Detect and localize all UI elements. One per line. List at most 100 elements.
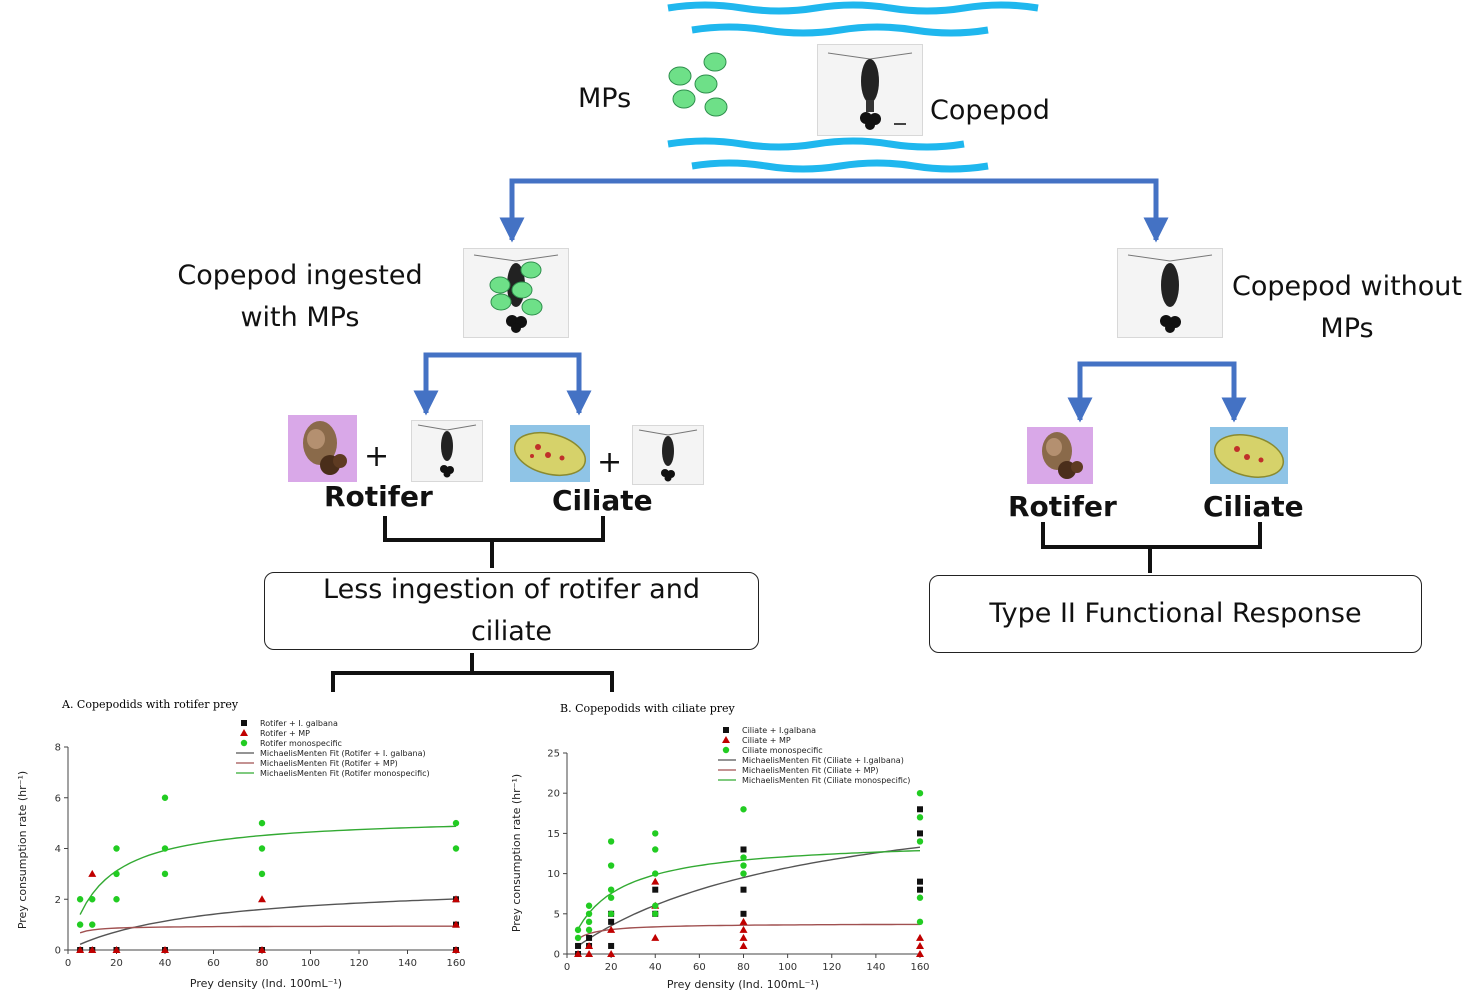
- wave-line: [691, 23, 989, 37]
- chart-b-y-tick-label: 10: [547, 869, 560, 880]
- copepod-icon: [417, 424, 477, 478]
- chart-a-legend-label: MichaelisMenten Fit (Rotifer + MP): [260, 759, 398, 768]
- chart-a-y-tick-label: 4: [55, 844, 61, 855]
- chart-b-x-tick-label: 60: [693, 962, 706, 973]
- chart-b-point-s2: [607, 910, 615, 917]
- chart-b-fit-line-4: [577, 923, 920, 940]
- chart-b-x-tick-label: 160: [910, 962, 929, 973]
- chart-b-point-s2: [652, 870, 659, 877]
- mps-label: MPs: [578, 83, 632, 114]
- chart-a-point-s2: [452, 845, 460, 852]
- main-split-arrow: [499, 178, 1169, 243]
- chart-b-point-s1: [916, 941, 924, 949]
- chart-a-point-s1: [88, 946, 97, 953]
- chart-a-y-tick-label: 6: [55, 793, 61, 804]
- chart-a-point-s1: [452, 920, 460, 928]
- chart-a-point-s1: [258, 946, 266, 953]
- chart-a-point-s2: [76, 921, 84, 928]
- chart-b-point-s2: [574, 926, 582, 934]
- chart-a-point-s2: [161, 845, 169, 852]
- chart-a-point-s1: [452, 946, 460, 953]
- left-split-arrow: [413, 352, 592, 416]
- chart-b-point-s2: [574, 934, 582, 942]
- chart-b-point-s1: [916, 950, 924, 957]
- copepod-with-mps-icon: [473, 254, 559, 333]
- ciliate-label-left: Ciliate: [552, 484, 653, 517]
- chart-a-point-s1: [76, 946, 85, 953]
- chart-b-point-s1: [607, 950, 616, 957]
- chart-b-legend-label: MichaelisMenten Fit (Ciliate monospecifi…: [742, 776, 910, 785]
- chart-a-point-s2: [258, 870, 266, 878]
- chart-a-point-s1: [161, 946, 169, 953]
- water-waves: [667, 1, 1039, 173]
- wave-line: [667, 1, 1039, 15]
- chart-b-x-tick-label: 40: [649, 962, 662, 973]
- chart-b-point-s2: [916, 790, 924, 797]
- right-split-arrow: [1067, 361, 1247, 423]
- chart-b-point-s0: [917, 878, 923, 885]
- chart-rotifer: A. Copepodids with rotifer prey Rotifer …: [16, 698, 466, 990]
- chart-ciliate: B. Copepodids with ciliate prey Ciliate …: [510, 702, 930, 991]
- chart-b-point-s0: [917, 886, 923, 893]
- chart-b-x-tick-label: 100: [778, 962, 797, 973]
- chart-a-point-s2: [89, 896, 96, 903]
- chart-a-point-s2: [161, 794, 169, 801]
- rotifer-icon: [1042, 432, 1083, 479]
- chart-b-x-tick-label: 0: [564, 962, 570, 973]
- chart-b-legend-label: Ciliate + MP: [742, 736, 791, 745]
- copepod-without-mps-photo: [1117, 248, 1223, 338]
- plus-sign-1: +: [364, 439, 390, 474]
- chart-b-point-s0: [652, 886, 659, 893]
- chart-a-fit-line-3: [79, 898, 457, 945]
- chart-b-point-s1: [739, 917, 748, 925]
- chart-b-point-s2: [916, 894, 924, 901]
- copepod-photo-top: [817, 44, 923, 136]
- left-branch-title: Copepod ingested with MPs: [177, 260, 423, 333]
- chart-a-y-tick-label: 0: [55, 946, 61, 957]
- chart-b-point-s2: [916, 838, 924, 845]
- ciliate-icon: [1213, 434, 1285, 478]
- rotifer-photo-right: [1027, 427, 1093, 484]
- chart-a-point-s1: [112, 946, 121, 953]
- chart-a-legend-marker: [241, 720, 247, 726]
- chart-b-point-s2: [916, 814, 924, 821]
- chart-b-legend-marker: [723, 727, 729, 733]
- rotifer-label-left: Rotifer: [324, 480, 433, 513]
- chart-bracket: [331, 653, 614, 692]
- ciliate-icon: [513, 431, 587, 477]
- copepod-with-mps-photo: [463, 248, 569, 338]
- chart-a-point-s2: [76, 896, 84, 903]
- copepod-icon: [1127, 254, 1213, 333]
- chart-b-point-s1: [651, 877, 660, 885]
- left-bracket: [383, 516, 605, 568]
- chart-b-xlabel: Prey density (Ind. 100mL⁻¹): [667, 978, 819, 991]
- chart-b-point-s0: [740, 886, 747, 893]
- chart-a-point-s2: [89, 921, 96, 928]
- chart-b-title: B. Copepodids with ciliate prey: [560, 702, 736, 715]
- chart-b-x-tick-label: 20: [605, 962, 618, 973]
- chart-a-point-s2: [258, 845, 266, 852]
- right-branch-title: Copepod without MPs: [1231, 271, 1462, 344]
- chart-a-x-tick-label: 100: [301, 958, 320, 969]
- chart-a-legend-label: Rotifer + MP: [260, 729, 310, 738]
- chart-a-legend-marker: [240, 739, 248, 747]
- chart-b-point-s2: [607, 886, 615, 893]
- chart-b-point-s1: [607, 925, 616, 933]
- chart-b-point-s0: [917, 806, 923, 813]
- chart-a-point-s2: [113, 870, 120, 878]
- wave-line: [691, 159, 989, 173]
- chart-a-point-s1: [258, 895, 266, 903]
- chart-b-point-s1: [574, 950, 583, 957]
- plus-sign-2: +: [597, 445, 623, 480]
- right-bracket: [1041, 522, 1262, 573]
- chart-b-x-tick-label: 80: [737, 962, 750, 973]
- chart-a-y-tick-label: 2: [55, 895, 61, 906]
- chart-a-point-s1: [452, 895, 460, 903]
- chart-a-x-tick-label: 80: [256, 958, 269, 969]
- chart-a-point-s2: [161, 870, 169, 878]
- chart-b-x-tick-label: 140: [866, 962, 885, 973]
- chart-a-x-tick-label: 0: [65, 958, 71, 969]
- ciliate-photo-left: [510, 425, 590, 482]
- chart-b-legend-label: Ciliate monospecific: [742, 746, 823, 755]
